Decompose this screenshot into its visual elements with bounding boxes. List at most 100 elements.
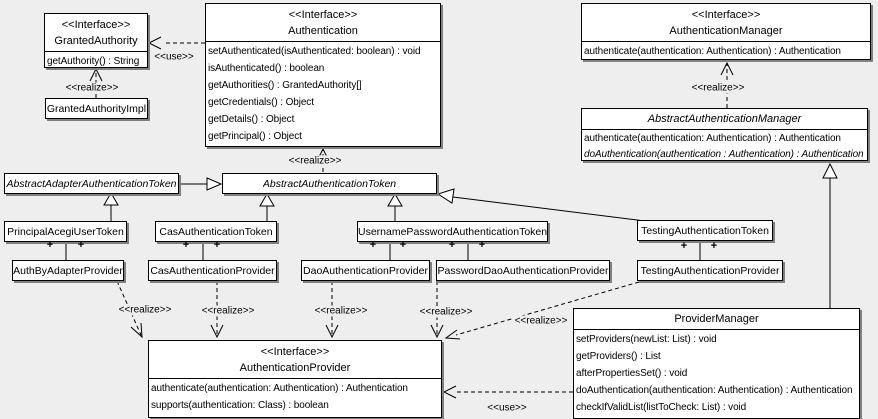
class-name: DaoAuthenticationProvider bbox=[303, 264, 428, 277]
class-name: ProviderManager bbox=[674, 313, 759, 325]
class-name: AbstractAuthenticationToken bbox=[262, 177, 397, 190]
operations: getAuthority() : String bbox=[45, 52, 147, 71]
operations: authenticate(authentication: Authenticat… bbox=[582, 130, 867, 164]
operation: authenticate(authentication: Authenticat… bbox=[151, 383, 408, 394]
operation: getAuthority() : String bbox=[47, 56, 140, 67]
class-box-cas-authentication-provider[interactable]: CasAuthenticationProvider bbox=[148, 260, 277, 281]
use-authentication-to-granted-authority bbox=[147, 36, 205, 50]
realize-label: <<realize>> bbox=[287, 155, 343, 167]
generalization-adapter-token-to-abstract-token bbox=[179, 177, 223, 191]
realize-label: <<realize>> bbox=[513, 315, 569, 327]
realize-label: <<realize>> bbox=[200, 305, 256, 317]
class-header: <<Interface>> AuthenticationManager bbox=[582, 4, 870, 42]
multiplicity-plus: + bbox=[448, 239, 456, 251]
class-name: GrantedAuthorityImpl bbox=[46, 102, 147, 115]
class-box-granted-authority-impl[interactable]: GrantedAuthorityImpl bbox=[45, 98, 148, 119]
class-box-username-password-authentication-token[interactable]: UsernamePasswordAuthenticationToken bbox=[357, 221, 548, 242]
class-box-authentication-manager[interactable]: <<Interface>> AuthenticationManager auth… bbox=[581, 3, 871, 60]
class-box-testing-authentication-token[interactable]: TestingAuthenticationToken bbox=[637, 220, 773, 241]
use-provider-manager-to-authentication-provider bbox=[442, 385, 573, 399]
class-name: AuthByAdapterProvider bbox=[13, 264, 123, 277]
stereotype-label: <<Interface>> bbox=[61, 19, 131, 31]
class-box-provider-manager[interactable]: ProviderManager setProviders(newList: Li… bbox=[573, 308, 860, 419]
operations: setProviders(newList: List) : void getPr… bbox=[574, 330, 859, 417]
multiplicity-plus: + bbox=[478, 239, 486, 251]
multiplicity-plus: + bbox=[680, 240, 688, 252]
class-box-cas-authentication-token[interactable]: CasAuthenticationToken bbox=[155, 221, 277, 242]
multiplicity-plus: + bbox=[369, 239, 377, 251]
class-box-authentication-provider[interactable]: <<Interface>> AuthenticationProvider aut… bbox=[148, 340, 442, 418]
generalization-cas-token-to-abstract-token bbox=[259, 193, 275, 221]
multiplicity-plus: + bbox=[213, 239, 221, 251]
multiplicity-plus: + bbox=[399, 239, 407, 251]
class-box-password-dao-authentication-provider[interactable]: PasswordDaoAuthenticationProvider bbox=[436, 260, 610, 281]
class-name: CasAuthenticationToken bbox=[159, 225, 273, 238]
generalization-principal-token-to-adapter-token bbox=[103, 192, 119, 221]
class-box-authentication[interactable]: <<Interface>> Authentication setAuthenti… bbox=[205, 3, 441, 147]
class-header: AbstractAuthenticationManager bbox=[582, 109, 867, 130]
operations: setAuthenticated(isAuthenticated: boolea… bbox=[206, 42, 440, 146]
realize-label: <<realize>> bbox=[418, 306, 474, 318]
use-label: <<use>> bbox=[486, 402, 528, 414]
class-header: <<Interface>> AuthenticationProvider bbox=[149, 341, 441, 379]
operation: authenticate(authentication: Authenticat… bbox=[584, 46, 841, 57]
operation-abstract: doAuthentication(authentication : Authen… bbox=[584, 149, 864, 160]
class-box-abstract-adapter-authentication-token[interactable]: AbstractAdapterAuthenticationToken bbox=[4, 173, 179, 194]
class-box-auth-by-adapter-provider[interactable]: AuthByAdapterProvider bbox=[12, 260, 124, 281]
class-header: <<Interface>> GrantedAuthority bbox=[45, 14, 147, 52]
operation: getAuthorities() : GrantedAuthority[] bbox=[208, 80, 362, 91]
class-name: CasAuthenticationProvider bbox=[150, 264, 275, 277]
class-name: AuthenticationProvider bbox=[239, 362, 351, 374]
generalization-username-token-to-abstract-token bbox=[387, 193, 403, 221]
stereotype-label: <<Interface>> bbox=[288, 9, 358, 21]
operation: getDetails() : Object bbox=[208, 114, 295, 125]
operations: authenticate(authentication: Authenticat… bbox=[149, 379, 441, 415]
class-name: PrincipalAcegiUserToken bbox=[7, 225, 124, 238]
generalization-provider-manager-to-abstract-manager bbox=[822, 162, 838, 308]
operation: isAuthenticated() : boolean bbox=[208, 63, 325, 74]
class-name: UsernamePasswordAuthenticationToken bbox=[358, 225, 547, 238]
class-box-principal-acegi-user-token[interactable]: PrincipalAcegiUserToken bbox=[4, 221, 127, 242]
generalization-testing-token-to-abstract-token bbox=[436, 188, 646, 222]
stereotype-label: <<Interface>> bbox=[260, 346, 330, 358]
class-name: GrantedAuthority bbox=[54, 35, 138, 47]
realize-testing-provider bbox=[444, 281, 640, 340]
class-box-abstract-authentication-token[interactable]: AbstractAuthenticationToken bbox=[222, 173, 437, 194]
class-box-testing-authentication-provider[interactable]: TestingAuthenticationProvider bbox=[637, 260, 783, 281]
operation: setAuthenticated(isAuthenticated: boolea… bbox=[208, 46, 421, 57]
realize-password-dao-provider bbox=[430, 281, 444, 339]
class-name: TestingAuthenticationProvider bbox=[640, 264, 780, 277]
class-box-granted-authority[interactable]: <<Interface>> GrantedAuthority getAuthor… bbox=[44, 13, 148, 68]
operation: getProviders() : List bbox=[576, 351, 661, 362]
realize-label: <<realize>> bbox=[64, 82, 120, 94]
class-header: ProviderManager bbox=[574, 309, 859, 330]
operations: authenticate(authentication: Authenticat… bbox=[582, 42, 870, 61]
class-name: AuthenticationManager bbox=[669, 25, 783, 37]
class-header: <<Interface>> Authentication bbox=[206, 4, 440, 42]
operation: getCredentials() : Object bbox=[208, 97, 314, 108]
operation: setProviders(newList: List) : void bbox=[576, 334, 717, 345]
operation: checkIfValidList(listToCheck: List) : vo… bbox=[576, 402, 747, 413]
class-name: AbstractAdapterAuthenticationToken bbox=[6, 177, 177, 190]
class-name: AbstractAuthenticationManager bbox=[647, 113, 802, 125]
class-name: PasswordDaoAuthenticationProvider bbox=[437, 264, 609, 277]
multiplicity-plus: + bbox=[46, 239, 54, 251]
operation: authenticate(authentication: Authenticat… bbox=[584, 133, 841, 144]
realize-label: <<realize>> bbox=[313, 305, 369, 317]
realize-cas-provider bbox=[210, 281, 224, 339]
class-box-dao-authentication-provider[interactable]: DaoAuthenticationProvider bbox=[301, 260, 430, 281]
class-name: Authentication bbox=[288, 25, 358, 37]
multiplicity-plus: + bbox=[710, 240, 718, 252]
stereotype-label: <<Interface>> bbox=[691, 9, 761, 21]
operation: getPrincipal() : Object bbox=[208, 131, 302, 142]
class-box-abstract-authentication-manager[interactable]: AbstractAuthenticationManager authentica… bbox=[581, 108, 868, 161]
use-label: <<use>> bbox=[153, 51, 195, 63]
realize-label: <<realize>> bbox=[117, 304, 173, 316]
realize-label: <<realize>> bbox=[690, 82, 746, 94]
operation: afterPropertiesSet() : void bbox=[576, 368, 688, 379]
multiplicity-plus: + bbox=[182, 239, 190, 251]
operation: doAuthentication(authentication: Authent… bbox=[576, 385, 853, 396]
operation: supports(authentication: Class) : boolea… bbox=[151, 400, 329, 411]
